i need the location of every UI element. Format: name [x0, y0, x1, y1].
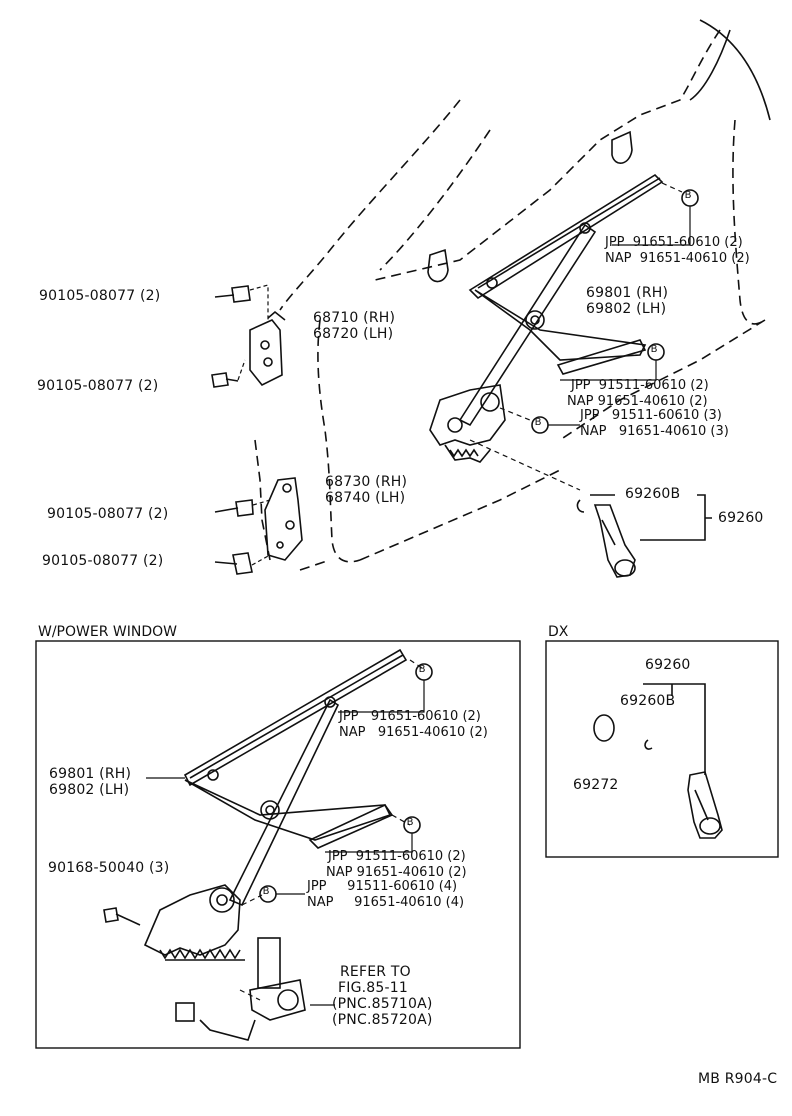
power-window-title: W/POWER WINDOW [38, 624, 177, 640]
figure-code: MB R904-C [698, 1071, 778, 1087]
upper-hinge-rh-label: 68710 (RH) [313, 310, 396, 326]
dx-handle-label: 69260 [645, 657, 691, 673]
power-window-panel [35, 640, 521, 1049]
lower-hinge [264, 477, 303, 561]
callout-b: B [262, 886, 270, 897]
dx-clip-label: 69260B [620, 693, 676, 709]
regulator-lh-label: 69802 (LH) [586, 301, 667, 317]
refer-line-2: FIG.85-11 [338, 980, 408, 996]
window-regulator-upper [429, 173, 664, 463]
callout-b: B [534, 417, 542, 428]
refer-line-3: (PNC.85710A) [332, 996, 433, 1012]
window-handle [576, 494, 712, 578]
pw-rivet-a-nap-label: NAP 91651-40610 (2) [339, 725, 488, 740]
refer-line-1: REFER TO [340, 964, 411, 980]
handle-clip-label: 69260B [625, 486, 681, 502]
pw-rivet-c-jpp-label: JPP 91511-60610 (4) [307, 879, 458, 894]
rivet-b-nap-label: NAP 91651-40610 (2) [567, 394, 708, 409]
pw-regulator-lh-label: 69802 (LH) [49, 782, 130, 798]
callout-b: B [650, 344, 658, 355]
pw-screw-label: 90168-50040 (3) [48, 860, 170, 876]
refer-line-4: (PNC.85720A) [332, 1012, 433, 1028]
rivet-c-nap-label: NAP 91651-40610 (3) [580, 424, 729, 439]
door-frame [689, 19, 771, 121]
callout-b: B [418, 664, 426, 675]
bolt-label-2: 90105-08077 (2) [37, 378, 159, 394]
lower-hinge-rh-label: 68730 (RH) [325, 474, 408, 490]
rivet-a-jpp-label: JPP 91651-60610 (2) [605, 235, 743, 250]
dx-handle [593, 683, 723, 839]
pw-rivet-a-jpp-label: JPP 91651-60610 (2) [339, 709, 481, 724]
dx-panel [545, 640, 779, 858]
regulator-rh-label: 69801 (RH) [586, 285, 669, 301]
door-outline [254, 29, 766, 571]
callout-b: B [406, 817, 414, 828]
window-channel-brackets [427, 130, 633, 283]
rivet-c-jpp-label: JPP 91511-60610 (3) [580, 408, 722, 423]
rivet-a-nap-label: NAP 91651-40610 (2) [605, 251, 750, 266]
callout-b: B [684, 190, 692, 201]
window-regulator-power [143, 648, 408, 961]
bolt-label-1: 90105-08077 (2) [39, 288, 161, 304]
pw-rivet-b-nap-label: NAP 91651-40610 (2) [326, 865, 467, 880]
window-motor [175, 937, 306, 1041]
dx-plate-label: 69272 [573, 777, 619, 793]
bolt-label-3: 90105-08077 (2) [47, 506, 169, 522]
dx-title: DX [548, 624, 569, 640]
handle-label: 69260 [718, 510, 764, 526]
bolt-icon [211, 285, 254, 575]
rivet-b-jpp-label: JPP 91511-60610 (2) [571, 378, 709, 393]
upper-hinge-lh-label: 68720 (LH) [313, 326, 394, 342]
pw-rivet-b-jpp-label: JPP 91511-60610 (2) [328, 849, 466, 864]
lower-hinge-lh-label: 68740 (LH) [325, 490, 406, 506]
screw-icon [103, 907, 141, 926]
bolt-label-4: 90105-08077 (2) [42, 553, 164, 569]
pw-regulator-rh-label: 69801 (RH) [49, 766, 132, 782]
upper-hinge [249, 310, 286, 387]
pw-rivet-c-nap-label: NAP 91651-40610 (4) [307, 895, 465, 910]
